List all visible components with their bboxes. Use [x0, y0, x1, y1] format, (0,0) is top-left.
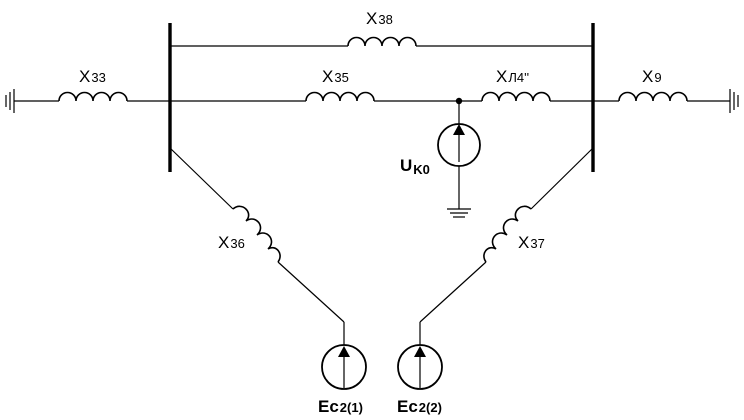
ec22-source	[397, 344, 443, 390]
label-ec22: Ec2(2)	[397, 397, 442, 416]
ec21-arrow	[338, 346, 350, 357]
x37-branch	[397, 147, 594, 390]
label-x38: X38	[366, 9, 393, 28]
xl4-inductor	[481, 91, 551, 102]
label-xl4: XЛ4''	[496, 67, 529, 86]
right-ground	[729, 89, 739, 113]
uk0-branch	[437, 101, 481, 218]
uk0-arrow	[453, 124, 465, 135]
label-x9: X9	[642, 67, 662, 86]
x36-inductor	[232, 205, 281, 263]
ec22-arrow	[414, 346, 426, 357]
left-ground	[5, 89, 15, 113]
x36-branch	[169, 147, 367, 390]
label-x33: X33	[79, 67, 106, 86]
x33-inductor	[58, 91, 128, 102]
label-x36: X36	[218, 233, 245, 252]
x38-inductor	[347, 36, 417, 47]
label-x35: X35	[322, 67, 349, 86]
x38-branch	[170, 36, 593, 47]
x35-inductor	[305, 91, 375, 102]
label-x37: X37	[518, 233, 545, 252]
x37-inductor	[483, 205, 532, 263]
x9-inductor	[618, 91, 688, 102]
uk0-ground-icon	[447, 208, 471, 218]
label-uk0: UK0	[400, 156, 430, 177]
label-ec21: Ec2(1)	[318, 397, 363, 416]
ec21-source	[321, 344, 367, 390]
